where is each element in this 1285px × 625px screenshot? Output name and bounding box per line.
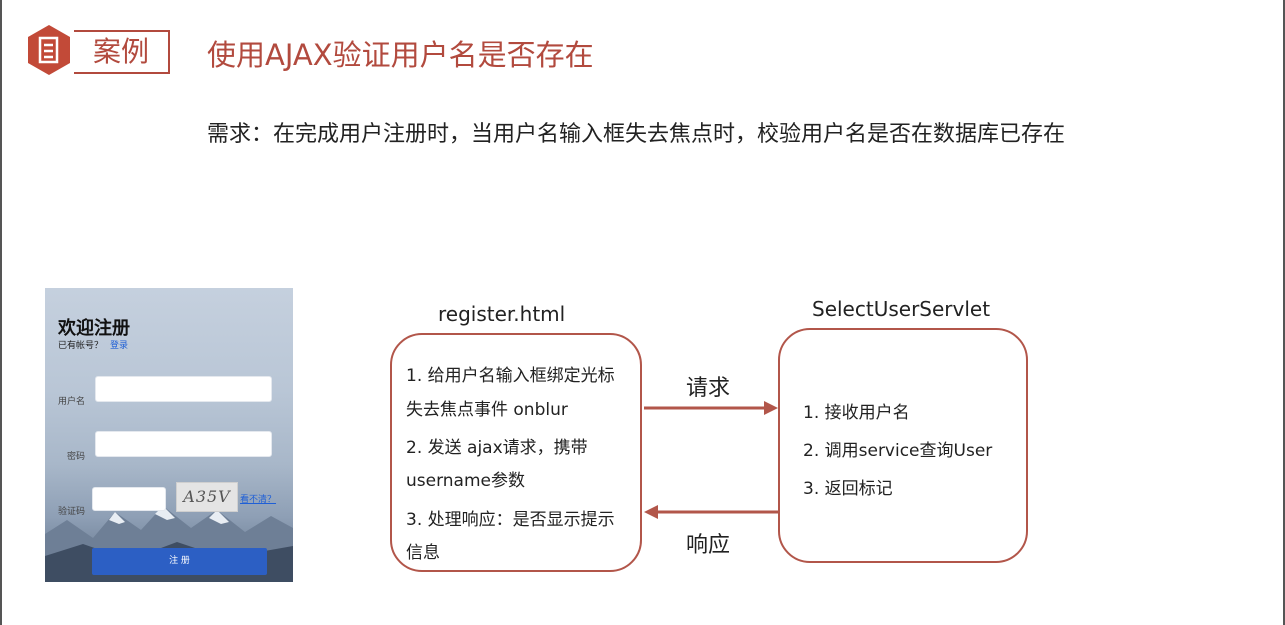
client-title: register.html [438, 302, 566, 326]
register-form-screenshot: 欢迎注册 已有帐号？ 登录 用户名 密码 验证码 A35V 看不清？ 注 册 [45, 288, 293, 582]
password-input[interactable] [95, 431, 272, 457]
client-line-4: username参数 [406, 471, 525, 491]
response-arrowhead [644, 505, 658, 519]
document-icon [28, 25, 70, 75]
client-line-6: 信息 [406, 543, 440, 563]
left-frame-border [0, 0, 2, 625]
captcha-refresh-link[interactable]: 看不清？ [240, 495, 277, 505]
slide-title: 使用AJAX验证用户名是否存在 [207, 38, 594, 72]
client-line-3: 2. 发送 ajax请求，携带 [406, 438, 588, 458]
request-label: 请求 [686, 376, 731, 401]
has-account-text: 已有帐号？ [58, 341, 104, 351]
username-input[interactable] [95, 376, 272, 402]
server-title: SelectUserServlet [812, 297, 991, 321]
right-frame-border [1283, 0, 1285, 625]
register-button[interactable]: 注 册 [92, 548, 267, 575]
client-box [390, 333, 642, 572]
captcha-input[interactable] [92, 487, 166, 511]
client-line-1: 1. 给用户名输入框绑定光标 [406, 366, 615, 386]
captcha-label: 验证码 [58, 507, 86, 517]
server-box [778, 328, 1028, 563]
server-line-3: 3. 返回标记 [803, 479, 893, 499]
captcha-image[interactable]: A35V [176, 482, 238, 512]
response-label: 响应 [686, 533, 731, 558]
client-line-5: 3. 处理响应：是否显示提示 [406, 510, 615, 530]
login-link[interactable]: 登录 [110, 341, 129, 351]
requirement-text: 需求：在完成用户注册时，当用户名输入框失去焦点时，校验用户名是否在数据库已存在 [207, 122, 1066, 147]
server-line-1: 1. 接收用户名 [803, 403, 910, 423]
server-line-2: 2. 调用service查询User [803, 441, 993, 461]
section-tag: 案例 [74, 30, 170, 74]
client-line-2: 失去焦点事件 onblur [406, 400, 568, 420]
request-arrowhead [764, 401, 778, 415]
username-label: 用户名 [58, 397, 86, 407]
form-title: 欢迎注册 [58, 318, 130, 339]
password-label: 密码 [67, 452, 86, 462]
